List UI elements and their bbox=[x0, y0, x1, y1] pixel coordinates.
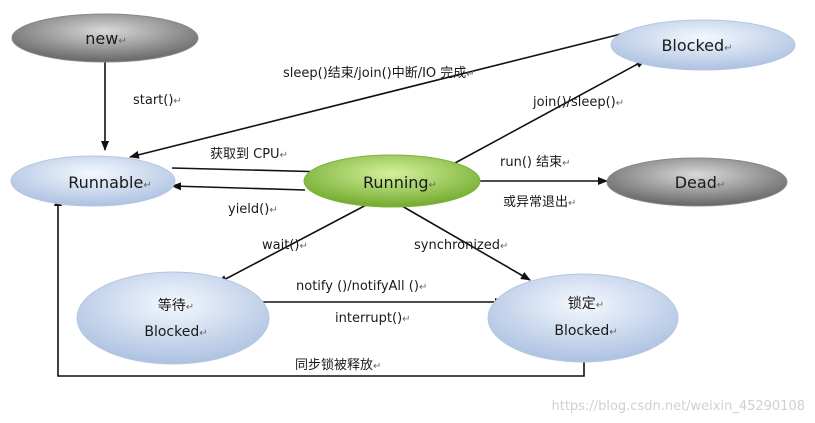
return-mark: ↵ bbox=[562, 158, 570, 169]
state-lock-node bbox=[487, 273, 679, 363]
return-mark: ↵ bbox=[500, 241, 508, 252]
state-lock-label-2: Blocked bbox=[554, 323, 609, 339]
edge-running-to-lock bbox=[401, 205, 531, 281]
label-yield: yield() bbox=[228, 202, 269, 217]
svg-text:Running↵: Running↵ bbox=[363, 173, 437, 192]
svg-text:等待↵: 等待↵ bbox=[158, 297, 194, 314]
return-mark: ↵ bbox=[299, 241, 307, 252]
label-synchronized: synchronized bbox=[414, 238, 500, 253]
label-start: start() bbox=[133, 93, 173, 108]
label-interrupt: interrupt() bbox=[335, 311, 402, 326]
return-mark: ↵ bbox=[269, 205, 277, 216]
edge-running-to-runnable bbox=[171, 182, 306, 191]
state-runnable-label: Runnable bbox=[68, 173, 143, 192]
svg-text:Dead↵: Dead↵ bbox=[675, 173, 726, 192]
label-join-sleep: join()/sleep() bbox=[532, 95, 616, 110]
state-waiting-node bbox=[76, 271, 270, 365]
svg-text:run() 结束↵: run() 结束↵ bbox=[500, 155, 571, 170]
state-waiting-label-1: 等待 bbox=[158, 297, 186, 314]
return-mark: ↵ bbox=[118, 36, 126, 47]
label-notify: notify ()/notifyAll () bbox=[296, 279, 419, 294]
svg-text:Blocked↵: Blocked↵ bbox=[554, 323, 617, 339]
svg-text:join()/sleep()↵: join()/sleep()↵ bbox=[532, 95, 624, 110]
label-run-end: run() 结束 bbox=[500, 155, 562, 170]
state-dead-node bbox=[606, 157, 788, 207]
svg-text:wait()↵: wait()↵ bbox=[262, 238, 308, 253]
return-mark: ↵ bbox=[717, 180, 725, 191]
state-running-label: Running bbox=[363, 173, 429, 192]
edge-running-to-blocked bbox=[454, 59, 646, 164]
label-wait: wait() bbox=[262, 238, 299, 253]
return-mark: ↵ bbox=[568, 198, 576, 209]
svg-text:synchronized↵: synchronized↵ bbox=[414, 238, 508, 253]
state-runnable-node bbox=[10, 155, 176, 207]
return-mark: ↵ bbox=[402, 314, 410, 325]
return-mark: ↵ bbox=[373, 361, 381, 372]
svg-text:Blocked↵: Blocked↵ bbox=[661, 36, 732, 55]
edge-lock-to-runnable bbox=[54, 196, 585, 377]
state-lock-label-1: 锁定 bbox=[568, 296, 596, 312]
return-mark: ↵ bbox=[429, 180, 437, 191]
label-sleep-join-io: sleep()结束/join()中断/IO 完成 bbox=[283, 66, 466, 81]
svg-text:或异常退出↵: 或异常退出↵ bbox=[503, 195, 576, 210]
return-mark: ↵ bbox=[596, 300, 604, 311]
edge-running-to-waiting bbox=[217, 202, 371, 284]
return-mark: ↵ bbox=[199, 328, 207, 339]
state-new-node bbox=[11, 13, 199, 63]
label-abnormal-exit: 或异常退出 bbox=[503, 195, 568, 210]
watermark-text: https://blog.csdn.net/weixin_45290108 bbox=[551, 399, 805, 414]
svg-text:同步锁被释放↵: 同步锁被释放↵ bbox=[295, 357, 381, 373]
svg-text:sleep()结束/join()中断/IO 完成↵: sleep()结束/join()中断/IO 完成↵ bbox=[283, 66, 475, 81]
state-blocked-top-node bbox=[610, 19, 796, 71]
edge-runnable-to-running bbox=[171, 167, 329, 176]
return-mark: ↵ bbox=[186, 302, 194, 313]
label-get-cpu: 获取到 CPU bbox=[210, 147, 280, 162]
return-mark: ↵ bbox=[466, 69, 474, 80]
svg-text:yield()↵: yield()↵ bbox=[228, 202, 278, 217]
state-dead-label: Dead bbox=[675, 173, 717, 192]
svg-text:获取到 CPU↵: 获取到 CPU↵ bbox=[210, 147, 288, 162]
svg-text:Blocked↵: Blocked↵ bbox=[144, 324, 207, 340]
return-mark: ↵ bbox=[280, 150, 288, 161]
svg-text:Runnable↵: Runnable↵ bbox=[68, 173, 151, 192]
state-waiting-label-2: Blocked bbox=[144, 324, 199, 340]
return-mark: ↵ bbox=[173, 96, 181, 107]
return-mark: ↵ bbox=[616, 98, 624, 109]
return-mark: ↵ bbox=[609, 327, 617, 338]
svg-text:notify ()/notifyAll ()↵: notify ()/notifyAll ()↵ bbox=[296, 279, 427, 294]
state-running-node bbox=[303, 154, 481, 208]
label-lock-released: 同步锁被释放 bbox=[295, 357, 373, 373]
svg-text:start()↵: start()↵ bbox=[133, 93, 182, 108]
state-blocked-top-label: Blocked bbox=[661, 36, 724, 55]
return-mark: ↵ bbox=[143, 180, 151, 191]
return-mark: ↵ bbox=[419, 282, 427, 293]
edge-blocked-to-runnable bbox=[129, 32, 626, 159]
svg-text:new↵: new↵ bbox=[85, 29, 126, 48]
svg-text:interrupt()↵: interrupt()↵ bbox=[335, 311, 411, 326]
state-new-label: new bbox=[85, 29, 118, 48]
return-mark: ↵ bbox=[724, 43, 732, 54]
svg-text:锁定↵: 锁定↵ bbox=[568, 296, 604, 312]
